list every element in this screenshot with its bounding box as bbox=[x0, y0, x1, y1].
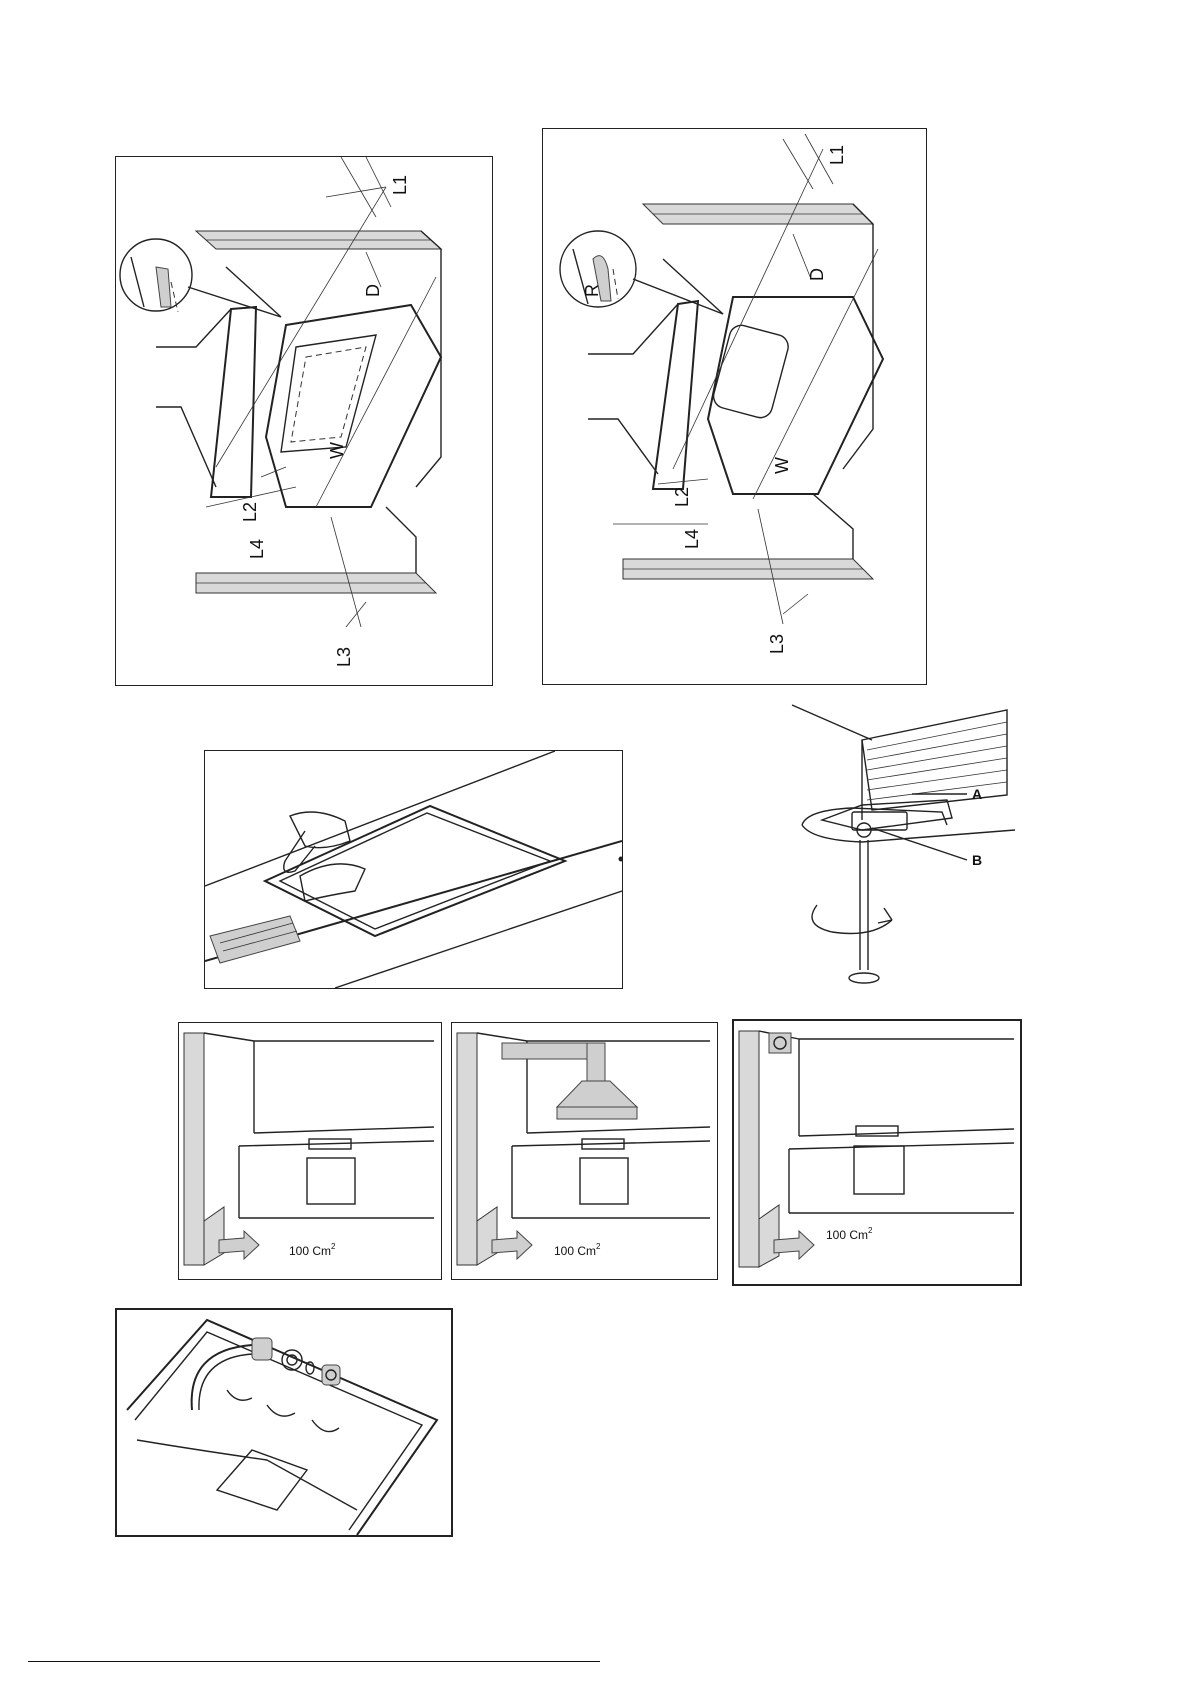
kitchen-drawing-with-fan: 100 Cm2 bbox=[734, 1021, 1020, 1284]
cutout-dimensions-diagram-right: L1 D R W L2 L4 L3 bbox=[542, 128, 927, 685]
dimension-label-l1: L1 bbox=[827, 145, 847, 165]
vent-area-label: 100 Cm2 bbox=[826, 1226, 873, 1242]
fixing-clamp-illustration: A B bbox=[772, 700, 1015, 986]
dimension-label-l3: L3 bbox=[767, 634, 787, 654]
vent-area-label: 100 Cm2 bbox=[289, 1242, 336, 1258]
dimension-label-l4: L4 bbox=[682, 529, 702, 549]
gas-connection-drawing bbox=[117, 1310, 451, 1535]
dimension-label-l4: L4 bbox=[247, 539, 267, 559]
cutout-dimensions-diagram-left: L1 D W L2 L4 L3 bbox=[115, 156, 493, 686]
dimension-label-w: W bbox=[327, 442, 347, 459]
dimension-label-r: R bbox=[582, 284, 602, 297]
ventilation-panel-3: 100 Cm2 bbox=[732, 1019, 1022, 1286]
cutout-drawing-right: L1 D R W L2 L4 L3 bbox=[543, 129, 926, 684]
kitchen-drawing-with-hood: 100 Cm2 bbox=[452, 1023, 717, 1279]
dimension-label-l2: L2 bbox=[672, 487, 692, 507]
ventilation-panel-2: 100 Cm2 bbox=[451, 1022, 718, 1280]
vent-area-label: 100 Cm2 bbox=[554, 1242, 601, 1258]
dimension-label-w: W bbox=[772, 457, 792, 474]
dimension-label-l1: L1 bbox=[390, 175, 410, 195]
footer-rule bbox=[28, 1661, 600, 1662]
seal-fitting-illustration bbox=[204, 750, 623, 989]
dimension-label-d: D bbox=[363, 284, 383, 297]
fixing-clamp-drawing: A B bbox=[772, 700, 1015, 986]
dimension-label-l2: L2 bbox=[240, 502, 260, 522]
kitchen-drawing-no-hood: 100 Cm2 bbox=[179, 1023, 441, 1279]
cutout-drawing-left: L1 D W L2 L4 L3 bbox=[116, 157, 492, 685]
ventilation-panel-1: 100 Cm2 bbox=[178, 1022, 442, 1280]
dimension-label-l3: L3 bbox=[334, 647, 354, 667]
clamp-label-b: B bbox=[972, 852, 982, 868]
gas-connection-underside-illustration bbox=[115, 1308, 453, 1537]
seal-fitting-drawing bbox=[205, 751, 622, 988]
dimension-label-d: D bbox=[807, 268, 827, 281]
clamp-label-a: A bbox=[972, 786, 982, 802]
